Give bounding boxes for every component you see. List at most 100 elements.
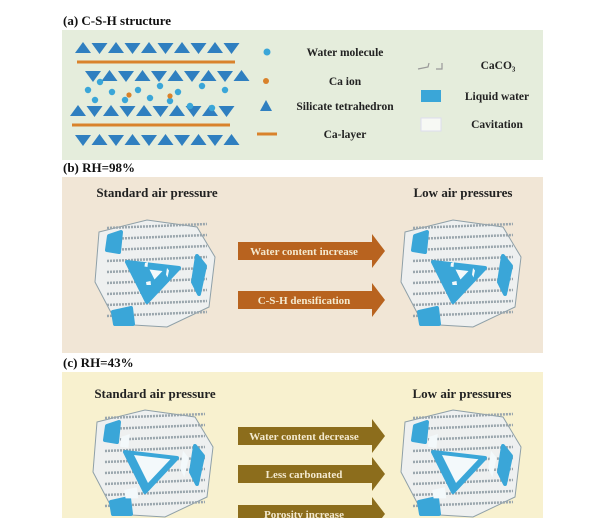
water-molecule bbox=[186, 102, 194, 110]
csh-sheet bbox=[412, 233, 514, 241]
silicate-tetrahedron bbox=[223, 43, 240, 54]
csh-sheet bbox=[412, 255, 514, 263]
water-molecule bbox=[166, 97, 174, 105]
particle-standard-pressure bbox=[94, 219, 216, 328]
water-molecule bbox=[96, 78, 104, 86]
legend: Water molecule Ca ion Silicate tetrahedr… bbox=[257, 47, 529, 141]
pore-liquid-water bbox=[111, 306, 135, 326]
panel-b-label: (b) RH=98% bbox=[63, 160, 135, 175]
silicate-tetrahedron bbox=[70, 105, 86, 116]
pore-cavitation bbox=[450, 262, 454, 267]
pore-cavitation bbox=[134, 455, 171, 483]
arrow-2 bbox=[238, 283, 385, 317]
csh-sheet bbox=[412, 445, 514, 453]
csh-sheet bbox=[412, 244, 514, 252]
silicate-tetrahedron bbox=[233, 70, 250, 81]
cavitation-icon bbox=[420, 117, 442, 132]
ca-ion bbox=[126, 92, 132, 98]
pore-liquid-water bbox=[497, 444, 513, 486]
arrow-label: Porosity increase bbox=[264, 509, 344, 518]
pore-liquid-water bbox=[189, 444, 205, 486]
silicate-tetrahedron bbox=[202, 105, 218, 116]
silicate-tetrahedron bbox=[207, 42, 223, 53]
ca-ion-icon bbox=[263, 78, 269, 84]
arrow-label: C-S-H densification bbox=[258, 295, 351, 307]
pore-liquid-water bbox=[105, 230, 123, 254]
pore-cavitation bbox=[120, 434, 130, 448]
silicate-tetrahedron bbox=[119, 106, 136, 117]
water-molecule bbox=[121, 96, 129, 104]
pore-cavitation bbox=[452, 281, 457, 285]
csh-sheet bbox=[104, 456, 206, 464]
silicate-tetrahedron bbox=[118, 71, 134, 82]
pore-liquid-water bbox=[411, 230, 429, 254]
water-molecule bbox=[84, 86, 92, 94]
csh-sheet bbox=[412, 467, 514, 475]
silicate-tetrahedron bbox=[134, 70, 151, 81]
csh-sheet bbox=[106, 222, 208, 230]
pore-cavitation bbox=[455, 269, 469, 280]
water-molecule bbox=[174, 88, 182, 96]
csh-sheet bbox=[412, 423, 514, 431]
silicate-tetrahedron bbox=[157, 134, 174, 145]
pore-liquid-water bbox=[125, 260, 181, 304]
water-molecule bbox=[91, 96, 99, 104]
csh-structure-drawing bbox=[70, 42, 250, 146]
csh-sheet bbox=[412, 222, 514, 230]
silicate-tetrahedron bbox=[157, 43, 174, 54]
panel-c-label: (c) RH=43% bbox=[63, 355, 134, 370]
water-molecule bbox=[198, 82, 206, 90]
panel-b-left-title: Standard air pressure bbox=[96, 185, 218, 200]
legend-water-molecule: Water molecule bbox=[307, 47, 384, 59]
legend-ca-layer: Ca-layer bbox=[324, 129, 367, 141]
silicate-tetrahedron bbox=[167, 70, 184, 81]
silicate-tetrahedron bbox=[75, 42, 91, 53]
pore-liquid-water bbox=[103, 420, 121, 444]
silicate-tetrahedron bbox=[184, 71, 200, 82]
silicate-tetrahedron bbox=[152, 106, 169, 117]
csh-sheet bbox=[412, 456, 514, 464]
particle-low-pressure bbox=[400, 219, 522, 328]
silicate-tetrahedron bbox=[141, 135, 157, 146]
csh-sheet bbox=[412, 412, 514, 420]
silicate-tetrahedron bbox=[207, 135, 223, 146]
csh-sheet bbox=[104, 445, 206, 453]
silicate-tetrahedron bbox=[141, 42, 157, 53]
arrow-label: Water content increase bbox=[250, 246, 358, 258]
legend-ca-ion: Ca ion bbox=[329, 76, 362, 88]
silicate-tetrahedron bbox=[151, 71, 167, 82]
arrow-3 bbox=[238, 497, 385, 518]
csh-sheet bbox=[104, 467, 206, 475]
pore-liquid-water bbox=[191, 254, 207, 296]
silicate-tetrahedron bbox=[124, 134, 141, 145]
water-molecule bbox=[146, 94, 154, 102]
silicate-tetrahedron bbox=[174, 135, 190, 146]
csh-sheet bbox=[412, 489, 514, 497]
silicate-tetrahedron bbox=[108, 135, 124, 146]
csh-sheet bbox=[104, 478, 206, 486]
silicate-tetrahedron bbox=[200, 70, 217, 81]
csh-sheet bbox=[106, 277, 208, 285]
pore-cavitation bbox=[146, 281, 151, 285]
silicate-tetrahedron bbox=[190, 134, 207, 145]
pore-cavitation bbox=[149, 269, 163, 280]
csh-sheet bbox=[106, 255, 208, 263]
csh-sheet bbox=[412, 299, 514, 307]
panel-c-right-title: Low air pressures bbox=[413, 386, 512, 401]
pore-cavitation bbox=[124, 487, 139, 499]
csh-sheet bbox=[412, 277, 514, 285]
ca-ion bbox=[167, 93, 173, 99]
arrow-label: Less carbonated bbox=[266, 469, 343, 481]
water-molecule bbox=[134, 86, 142, 94]
silicate-tetrahedron bbox=[75, 135, 91, 146]
csh-sheet bbox=[104, 489, 206, 497]
water-molecule bbox=[108, 88, 116, 96]
csh-sheet bbox=[104, 423, 206, 431]
caco3-icon bbox=[417, 62, 443, 70]
csh-sheet bbox=[412, 266, 514, 274]
panel-b-right-title: Low air pressures bbox=[414, 185, 513, 200]
legend-caco3: CaCO₃ bbox=[481, 60, 516, 72]
pore-liquid-water bbox=[109, 496, 133, 516]
arrow-1 bbox=[238, 419, 385, 453]
pore-cavitation bbox=[432, 487, 447, 499]
